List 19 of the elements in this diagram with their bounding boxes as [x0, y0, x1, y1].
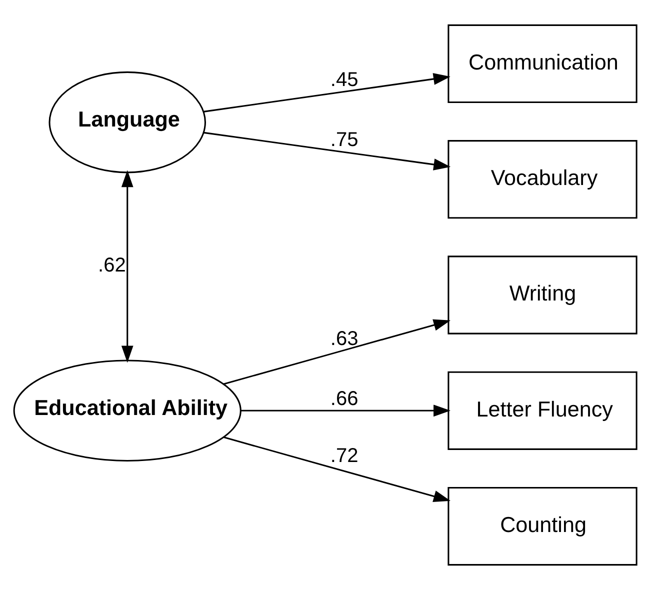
arrow [121, 170, 134, 363]
edge-label: .63 [330, 328, 358, 350]
node-ellipse: Language [48, 71, 206, 174]
node-box: Letter Fluency [448, 371, 638, 450]
node-box: Communication [448, 24, 638, 104]
arrow [240, 404, 450, 417]
arrow [204, 132, 451, 170]
edge-label: .75 [330, 129, 358, 152]
arrow [223, 319, 451, 385]
node-box: Writing [448, 256, 638, 334]
arrow [223, 436, 451, 502]
node-ellipse: Educational Ability [13, 360, 242, 462]
edge-label: .72 [330, 445, 358, 468]
arrow [203, 73, 450, 112]
edge-label: .66 [330, 388, 358, 410]
edge-label: .45 [330, 68, 358, 91]
edge-label: .62 [98, 254, 126, 277]
node-box: Vocabulary [448, 140, 638, 219]
node-box: Counting [448, 486, 638, 566]
